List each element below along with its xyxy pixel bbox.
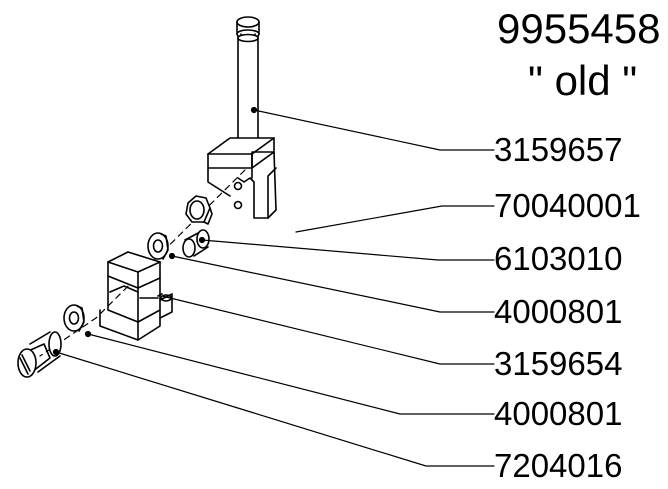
part-number-label: 3159657 — [494, 131, 623, 168]
part-number-label: 4000801 — [494, 395, 623, 432]
part-number-label: 6103010 — [494, 240, 623, 277]
washer-upper-part — [147, 232, 169, 260]
assembly-note: " old " — [528, 57, 638, 104]
post-with-bracket-part — [207, 16, 277, 219]
part-number-label: 70040001 — [494, 187, 641, 224]
part-number-label: 7204016 — [494, 447, 623, 484]
hex-nut-part — [185, 195, 213, 225]
washer-lower-part — [63, 304, 85, 332]
part-number-label: 4000801 — [494, 293, 623, 330]
assembly-number: 9955458 — [497, 5, 661, 52]
lower-bracket-part — [99, 251, 173, 341]
part-number-label: 3159654 — [494, 345, 623, 382]
pin-part — [182, 229, 210, 258]
leader-lines — [52, 106, 495, 467]
